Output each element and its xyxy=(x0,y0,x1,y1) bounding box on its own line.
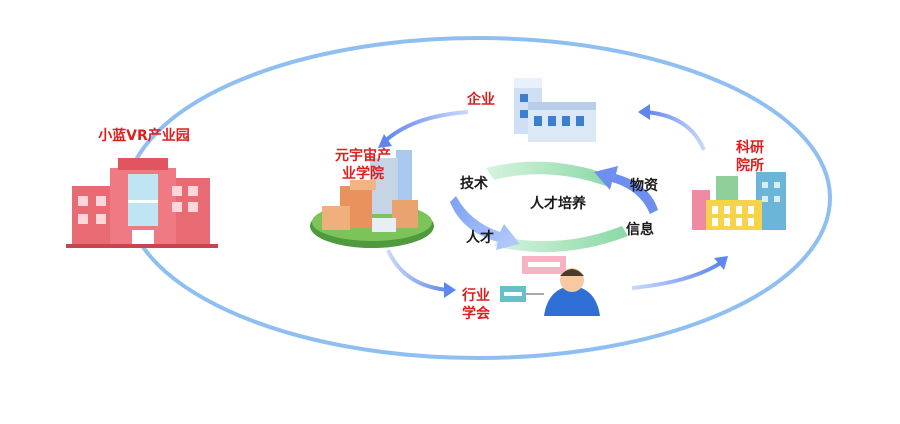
association-person-icon xyxy=(500,256,600,316)
arrowhead-academy-to-association xyxy=(444,282,456,298)
info-label: 信息 xyxy=(626,222,654,238)
arrow-institute-to-enterprise xyxy=(645,110,706,151)
arrow-enterprise-to-academy xyxy=(382,110,469,144)
materials-label: 物资 xyxy=(630,178,658,194)
arrowhead-institute-to-enterprise xyxy=(638,104,650,120)
arrow-academy-to-association xyxy=(386,249,449,292)
green-band-top xyxy=(486,161,612,186)
park-building-icon xyxy=(66,158,218,248)
arrowhead-enterprise-to-academy xyxy=(378,134,392,148)
enterprise-label: 企业 xyxy=(467,92,495,108)
academy-buildings-icon xyxy=(310,150,434,248)
training-label: 人才培养 xyxy=(530,196,586,212)
park-label: 小蓝VR产业园 xyxy=(98,128,190,144)
academy-label: 元宇宙产 业学院 xyxy=(335,148,391,182)
arrowhead-association-to-institute xyxy=(714,256,728,270)
association-label: 行业 学会 xyxy=(462,288,490,322)
tech-label: 技术 xyxy=(460,176,488,192)
blue-flow-left xyxy=(450,196,520,250)
blue-flow-right xyxy=(594,166,658,214)
green-band-bottom xyxy=(494,226,628,253)
enterprise-building-icon xyxy=(514,78,596,142)
institute-label: 科研 院所 xyxy=(736,140,764,174)
institute-buildings-icon xyxy=(692,172,786,230)
arrow-association-to-institute xyxy=(631,260,724,290)
talent-label: 人才 xyxy=(466,230,494,246)
